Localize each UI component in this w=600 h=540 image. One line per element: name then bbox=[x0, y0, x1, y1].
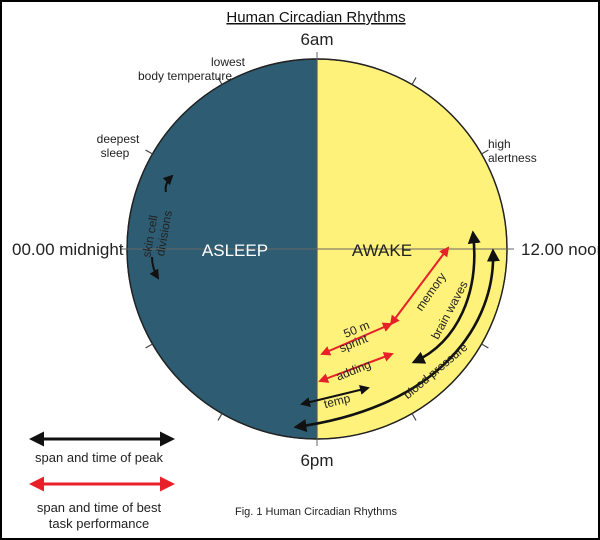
label-6am: 6am bbox=[300, 30, 333, 49]
deepest-sleep-line1: deepest bbox=[97, 132, 140, 146]
diagram-title: Human Circadian Rhythms bbox=[226, 9, 405, 26]
adding-arrow bbox=[318, 352, 394, 383]
temp-label: temp bbox=[322, 391, 352, 411]
skin-cell-arrow bbox=[162, 174, 174, 193]
skin-cell-arrow-lower bbox=[149, 256, 160, 280]
sprint-arrow bbox=[320, 322, 393, 356]
lowest-temp-line1: lowest bbox=[211, 55, 246, 69]
deepest-sleep-line2: sleep bbox=[101, 146, 130, 160]
temp-arrow bbox=[300, 385, 370, 407]
label-awake: AWAKE bbox=[352, 241, 412, 260]
legend-peak-label: span and time of peak bbox=[35, 450, 163, 465]
label-6pm: 6pm bbox=[300, 451, 333, 470]
legend-task-label-line1: span and time of best bbox=[37, 500, 162, 515]
label-noon: 12.00 noon bbox=[521, 240, 598, 259]
high-alertness-line2: alertness bbox=[488, 151, 537, 165]
figure-caption: Fig. 1 Human Circadian Rhythms bbox=[235, 506, 398, 518]
brain-waves-arrow bbox=[411, 230, 481, 364]
high-alertness-line1: high bbox=[488, 137, 511, 151]
label-midnight: 00.00 midnight bbox=[12, 240, 124, 259]
lowest-temp-line2: body temperature bbox=[138, 69, 232, 83]
legend-task-label-line2: task performance bbox=[49, 516, 149, 531]
memory-arrow bbox=[389, 246, 450, 326]
label-asleep: ASLEEP bbox=[202, 241, 268, 260]
